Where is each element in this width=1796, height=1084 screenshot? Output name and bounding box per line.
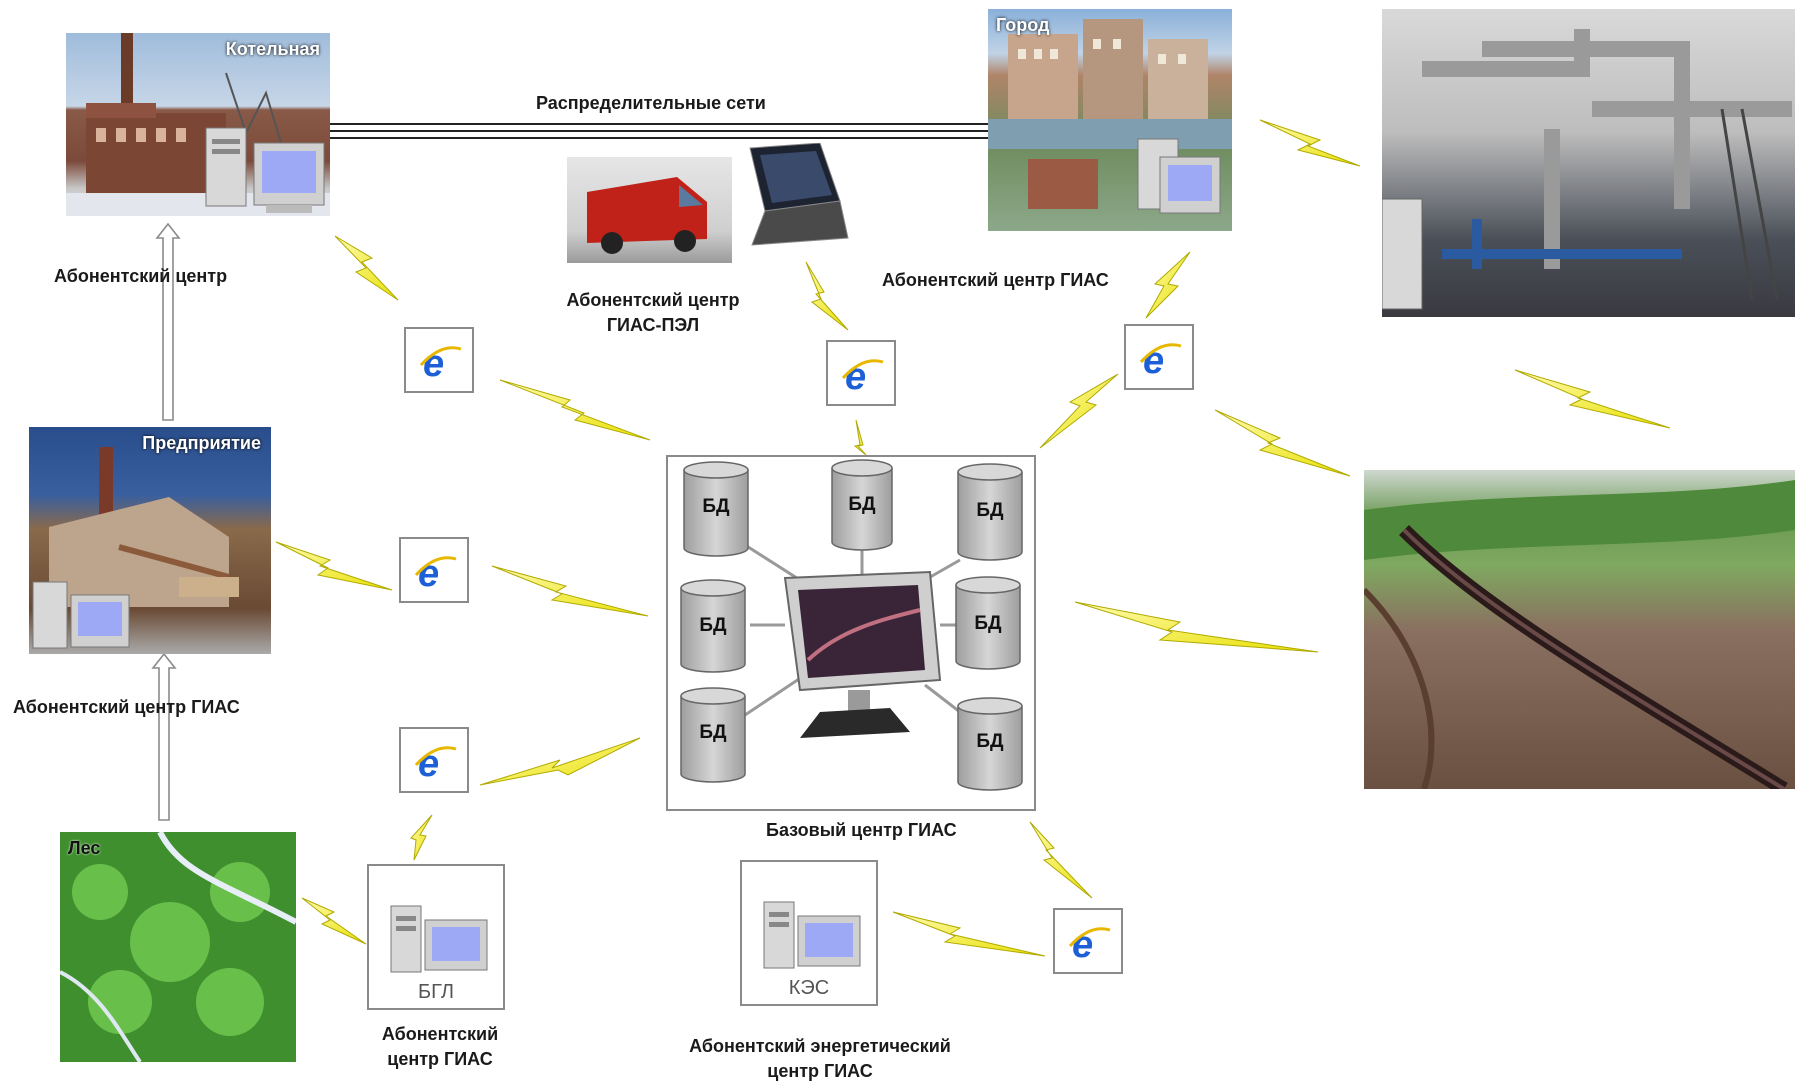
heating-station-illustration: [1382, 29, 1792, 310]
database-label-5: БД: [974, 613, 1002, 634]
enterprise-illustration: [32, 447, 239, 649]
internet-explorer-icon: e: [1139, 340, 1182, 380]
enterprise-subscriber-center-label: Абонентский центр ГИАС: [13, 697, 240, 717]
svg-text:e: e: [418, 743, 439, 783]
svg-text:e: e: [1072, 924, 1093, 964]
internet-node-5[interactable]: e: [399, 727, 469, 793]
svg-text:e: e: [418, 553, 439, 593]
boiler-house-title: Котельная: [225, 39, 320, 59]
svg-text:e: e: [845, 356, 866, 396]
internet-node-1[interactable]: e: [404, 327, 474, 393]
forest-title: Лес: [68, 838, 101, 858]
internet-node-4[interactable]: e: [399, 537, 469, 603]
forest-map-illustration: [60, 832, 296, 1062]
heating-station-photo: [1382, 9, 1795, 317]
internet-explorer-icon: e: [414, 743, 457, 783]
van-illustration: [587, 177, 707, 254]
database-label-1: БД: [702, 496, 730, 517]
computer-icon: [763, 901, 861, 969]
database-label-2: БД: [848, 494, 876, 515]
bgl-center-label-line1: Абонентский: [381, 1024, 499, 1044]
pipeline-photo: [1364, 470, 1795, 789]
flow-arrows: [151, 222, 181, 821]
pel-center-label-line1: Абонентский центр: [566, 290, 740, 310]
boiler-house-illustration: [66, 33, 330, 216]
internet-node-2[interactable]: e: [826, 340, 896, 406]
city-illustration: [988, 19, 1232, 214]
enterprise-title: Предприятие: [142, 433, 261, 453]
wireless-links: [275, 119, 1671, 957]
energy-center-label: Абонентский энергетический центр ГИАС: [655, 1034, 985, 1084]
pipeline-illustration: [1364, 480, 1795, 789]
city-title: Город: [996, 15, 1050, 35]
base-center-label: Базовый центр ГИАС: [766, 820, 957, 840]
city-photo: Город: [988, 9, 1232, 231]
enterprise-photo: Предприятие: [29, 427, 271, 654]
internet-node-6[interactable]: e: [1053, 908, 1123, 974]
computer-icon: [390, 905, 488, 973]
internet-explorer-icon: e: [414, 553, 457, 593]
bgl-center-label: Абонентский центр ГИАС: [350, 1022, 530, 1072]
field-laptop-photo: [740, 143, 850, 248]
laptop-illustration: [749, 143, 849, 246]
bgl-center-label-line2: центр ГИАС: [387, 1049, 493, 1069]
energy-center-label-line2: центр ГИАС: [767, 1061, 873, 1081]
database-label-6: БД: [699, 722, 727, 743]
distribution-network-line: [330, 123, 990, 139]
kes-caption: КЭС: [788, 977, 830, 999]
internet-explorer-icon: e: [419, 343, 462, 383]
distribution-networks-label: Распределительные сети: [536, 93, 766, 113]
internet-explorer-icon: e: [841, 356, 884, 396]
database-label-4: БД: [699, 615, 727, 636]
base-center-frame: [666, 455, 1036, 811]
svg-text:e: e: [423, 343, 444, 383]
forest-map: Лес: [60, 832, 296, 1062]
bgl-terminal[interactable]: БГЛ: [367, 864, 505, 1010]
kes-terminal[interactable]: КЭС: [740, 860, 878, 1006]
subscriber-center-label: Абонентский центр: [54, 266, 228, 286]
database-label-3: БД: [976, 500, 1004, 521]
database-label-7: БД: [976, 731, 1004, 752]
boiler-house-photo: Котельная: [66, 33, 330, 216]
internet-explorer-icon: e: [1068, 924, 1111, 964]
internet-node-3[interactable]: e: [1124, 324, 1194, 390]
bgl-caption: БГЛ: [418, 981, 454, 1003]
city-subscriber-center-label: Абонентский центр ГИАС: [882, 270, 1109, 290]
mobile-lab-van-photo: [567, 157, 732, 263]
pel-center-label-line2: ГИАС-ПЭЛ: [606, 315, 700, 335]
energy-center-label-line1: Абонентский энергетический: [689, 1036, 951, 1056]
svg-text:e: e: [1143, 340, 1164, 380]
pel-center-label: Абонентский центр ГИАС-ПЭЛ: [548, 288, 758, 338]
